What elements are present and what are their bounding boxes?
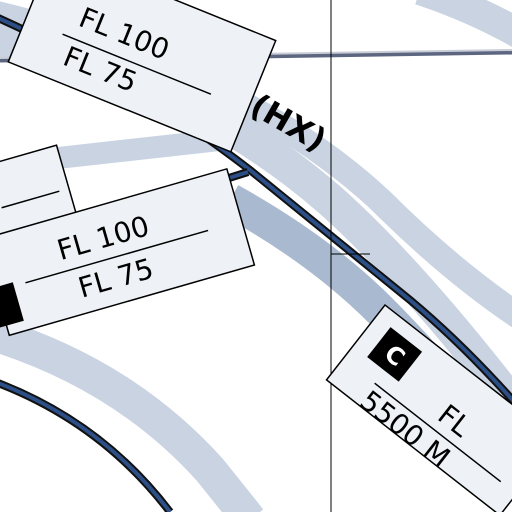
altitude-divider bbox=[62, 33, 212, 95]
altitude-label-box bbox=[0, 167, 256, 337]
altitude-label-right[interactable]: C FL 5500 M bbox=[322, 303, 512, 512]
airspace-class-box bbox=[0, 282, 24, 329]
altitude-label-middle[interactable]: FL 100 FL 75 bbox=[0, 167, 256, 338]
altitude-divider bbox=[25, 229, 209, 284]
airspace-band-top-right bbox=[415, 0, 512, 47]
altitude-label-box bbox=[7, 0, 277, 153]
airspace-class-box bbox=[367, 327, 423, 382]
altitude-divider bbox=[374, 382, 502, 483]
airspace-band-lower-left bbox=[0, 318, 264, 512]
altitude-divider bbox=[1, 190, 60, 209]
airspace-boundary-lower bbox=[0, 379, 174, 512]
airspace-band-middle bbox=[38, 129, 222, 171]
altitude-label-top[interactable]: FL 100 FL 75 bbox=[7, 0, 277, 153]
